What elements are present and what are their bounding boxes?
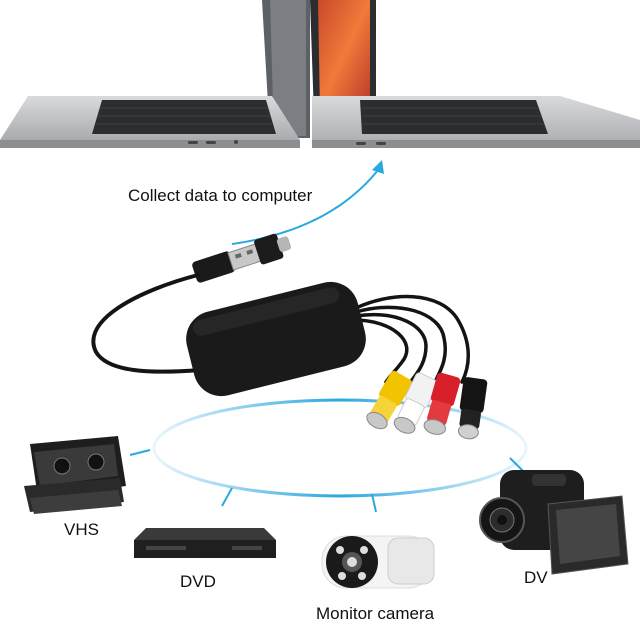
- left-laptop: [0, 0, 310, 148]
- security-camera: [321, 535, 435, 589]
- rca-white-plug: [393, 372, 439, 434]
- vhs-label: VHS: [64, 520, 99, 539]
- device-arc: [129, 398, 528, 513]
- dv-camcorder: [479, 470, 629, 575]
- dvd-label: DVD: [180, 572, 216, 591]
- vhs-tapes: [24, 436, 126, 514]
- s-video-plug: [457, 377, 488, 440]
- monitor-camera-label: Monitor camera: [316, 604, 435, 623]
- rca-yellow-plug: [366, 370, 412, 430]
- dv-label: DV: [524, 568, 548, 587]
- usb-connector: [192, 233, 292, 283]
- data-arrow: [231, 160, 384, 245]
- dvd-player: [134, 528, 276, 558]
- rca-red-plug: [423, 372, 461, 435]
- right-laptop: [310, 0, 640, 148]
- collect-data-caption: Collect data to computer: [128, 186, 313, 205]
- capture-dongle: [186, 281, 366, 397]
